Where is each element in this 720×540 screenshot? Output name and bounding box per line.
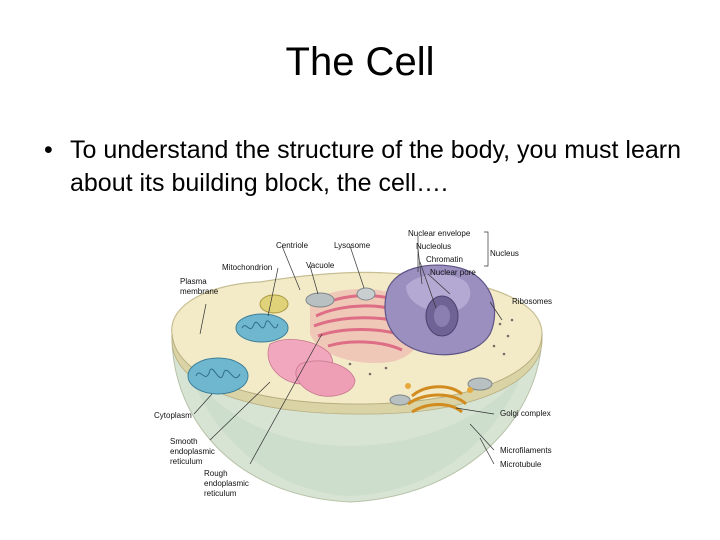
label-ribosomes: Ribosomes (512, 297, 552, 306)
label-nucleolus: Nucleolus (416, 242, 451, 251)
slide-title: The Cell (285, 40, 435, 84)
label-microfilaments: Microfilaments (500, 446, 552, 455)
label-smooth-er-2: endoplasmic (170, 447, 215, 456)
label-rough-er-1: Rough (204, 469, 228, 478)
vacuole (305, 292, 335, 308)
label-cytoplasm: Cytoplasm (154, 411, 192, 420)
label-mitochondrion: Mitochondrion (222, 263, 272, 272)
label-nuclear-envelope: Nuclear envelope (408, 229, 471, 238)
label-rough-er-2: endoplasmic (204, 479, 249, 488)
label-chromatin: Chromatin (426, 255, 463, 264)
label-microtubule: Microtubule (500, 460, 542, 469)
label-smooth-er-1: Smooth (170, 437, 198, 446)
label-centriole: Centriole (276, 241, 309, 250)
label-lysosome: Lysosome (334, 241, 371, 250)
lysosome (356, 287, 376, 301)
label-plasma-membrane-2: membrane (180, 287, 219, 296)
plasma-membrane (171, 333, 543, 415)
label-nucleus: Nucleus (490, 249, 519, 258)
label-smooth-er-3: reticulum (170, 457, 203, 466)
bullet-text: To understand the structure of the body,… (70, 136, 681, 197)
animal-cell-diagram: Nuclear envelope Nucleolus Chromatin Nuc… (154, 229, 552, 503)
label-vacuole: Vacuole (306, 261, 335, 270)
label-plasma-membrane-1: Plasma (180, 277, 207, 286)
golgi-complex (407, 385, 468, 414)
label-nuclear-pore: Nuclear pore (430, 268, 476, 277)
label-golgi-complex: Golgi complex (500, 409, 551, 418)
bullet-point: • (44, 136, 53, 164)
label-rough-er-3: reticulum (204, 489, 237, 498)
mitochondrion (235, 313, 289, 343)
